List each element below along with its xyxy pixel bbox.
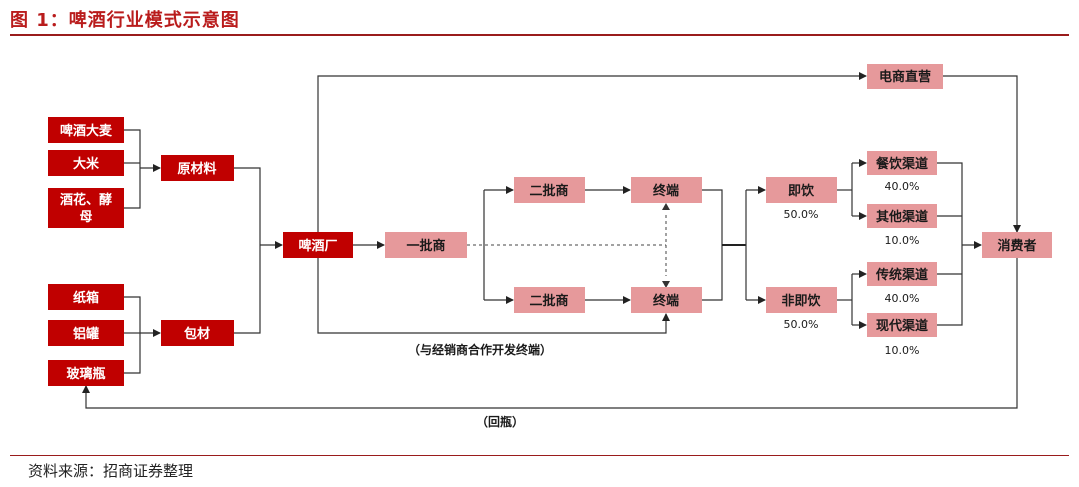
footer-divider bbox=[10, 455, 1069, 456]
rice-box: 大米 bbox=[48, 150, 124, 176]
svg-text:酒花、酵: 酒花、酵 bbox=[60, 192, 112, 208]
svg-text:终端: 终端 bbox=[653, 293, 679, 309]
terminal-merge-connector bbox=[702, 186, 766, 304]
modern-channel-box: 现代渠道 bbox=[867, 313, 937, 337]
barley-box: 啤酒大麦 bbox=[48, 117, 124, 143]
svg-text:电商直营: 电商直营 bbox=[879, 69, 931, 85]
carton-box: 纸箱 bbox=[48, 284, 124, 310]
catering-channel-box: 餐饮渠道 bbox=[867, 151, 937, 175]
source-note: 资料来源：招商证券整理 bbox=[28, 462, 194, 480]
glass-bottle-box: 玻璃瓶 bbox=[48, 360, 124, 386]
on-premise-split-connector bbox=[837, 159, 867, 220]
svg-text:即饮: 即饮 bbox=[788, 183, 815, 199]
catering-percentage: 40.0% bbox=[885, 180, 920, 193]
svg-text:传统渠道: 传统渠道 bbox=[875, 267, 928, 283]
cooperation-path-connector bbox=[317, 258, 670, 334]
svg-text:二批商: 二批商 bbox=[529, 293, 568, 309]
on-premise-percentage: 50.0% bbox=[784, 208, 819, 221]
cooperation-note: （与经销商合作开发终端） bbox=[408, 342, 552, 357]
svg-text:餐饮渠道: 餐饮渠道 bbox=[875, 156, 928, 172]
svg-text:其他渠道: 其他渠道 bbox=[876, 209, 928, 225]
svg-text:啤酒厂: 啤酒厂 bbox=[298, 238, 337, 254]
return-bottle-note: （回瓶） bbox=[476, 414, 524, 429]
svg-text:现代渠道: 现代渠道 bbox=[876, 318, 928, 334]
traditional-percentage: 40.0% bbox=[885, 292, 920, 305]
svg-text:二批商: 二批商 bbox=[529, 183, 568, 199]
svg-text:一批商: 一批商 bbox=[406, 238, 445, 254]
second-distributor-bottom-box: 二批商 bbox=[514, 287, 585, 313]
on-premise-box: 即饮 bbox=[766, 177, 837, 203]
svg-text:啤酒大麦: 啤酒大麦 bbox=[60, 123, 113, 139]
figure-title: 图 1：啤酒行业模式示意图 bbox=[10, 10, 240, 31]
terminal-bottom-box: 终端 bbox=[631, 287, 702, 313]
packaging-box: 包材 bbox=[161, 320, 234, 346]
title-divider bbox=[10, 34, 1069, 36]
svg-text:母: 母 bbox=[79, 210, 92, 225]
other-percentage: 10.0% bbox=[885, 234, 920, 247]
svg-text:原材料: 原材料 bbox=[177, 161, 216, 177]
consumer-box: 消费者 bbox=[982, 232, 1052, 258]
ecommerce-path-connector bbox=[317, 72, 1021, 233]
other-channel-box: 其他渠道 bbox=[867, 204, 937, 228]
materials-to-brewery-connector bbox=[234, 167, 283, 334]
first-distributor-box: 一批商 bbox=[385, 232, 467, 258]
svg-text:铝罐: 铝罐 bbox=[73, 326, 99, 342]
svg-text:纸箱: 纸箱 bbox=[73, 290, 99, 306]
traditional-channel-box: 传统渠道 bbox=[867, 262, 937, 286]
svg-text:大米: 大米 bbox=[73, 156, 100, 172]
svg-text:非即饮: 非即饮 bbox=[781, 293, 821, 309]
distributor-split-connector bbox=[483, 186, 514, 304]
svg-text:消费者: 消费者 bbox=[997, 238, 1036, 254]
second-distributor-top-box: 二批商 bbox=[514, 177, 585, 203]
raw-materials-connector bbox=[124, 129, 161, 209]
channels-to-consumer-connector bbox=[937, 162, 982, 326]
terminal-dashed-connector bbox=[662, 203, 670, 288]
ecommerce-box: 电商直营 bbox=[867, 64, 943, 89]
svg-text:包材: 包材 bbox=[184, 326, 210, 342]
aluminum-can-box: 铝罐 bbox=[48, 320, 124, 346]
raw-materials-box: 原材料 bbox=[161, 155, 234, 181]
terminal-top-box: 终端 bbox=[631, 177, 702, 203]
svg-text:终端: 终端 bbox=[653, 183, 679, 199]
svg-text:玻璃瓶: 玻璃瓶 bbox=[66, 366, 105, 382]
off-premise-percentage: 50.0% bbox=[784, 318, 819, 331]
packaging-connector bbox=[124, 296, 161, 374]
modern-percentage: 10.0% bbox=[885, 344, 920, 357]
return-bottle-connector bbox=[82, 258, 1018, 409]
off-premise-split-connector bbox=[837, 270, 867, 329]
hops-yeast-box: 酒花、酵 母 bbox=[48, 188, 124, 228]
brewery-box: 啤酒厂 bbox=[283, 232, 353, 258]
off-premise-box: 非即饮 bbox=[766, 287, 837, 313]
